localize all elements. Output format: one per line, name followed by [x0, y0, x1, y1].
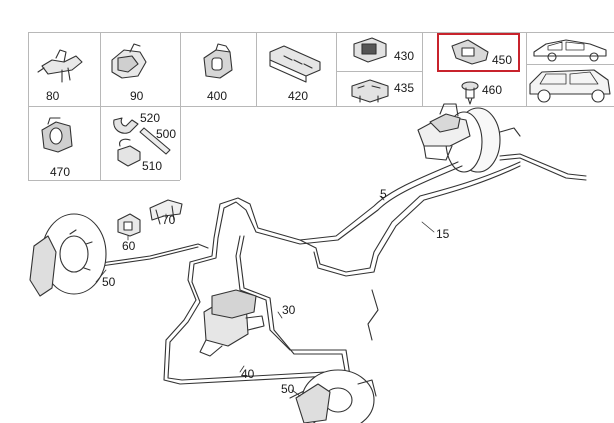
grid-mid-line-430-435 — [336, 71, 422, 72]
brake-booster — [417, 103, 521, 173]
grid-col-336 — [336, 32, 337, 106]
part-label-510[interactable]: 510 — [142, 159, 163, 173]
grid-mid-line-car — [526, 64, 614, 65]
bracket-70-icon[interactable] — [149, 199, 183, 225]
grid-col-180 — [180, 32, 181, 180]
grid-col-526 — [526, 32, 527, 106]
grid-col-256 — [256, 32, 257, 106]
grid-bottom-line — [28, 180, 180, 181]
callout-15[interactable]: 15 — [436, 227, 450, 241]
callout-70[interactable]: 70 — [162, 213, 176, 227]
callout-40[interactable]: 40 — [241, 367, 255, 381]
part-label-400[interactable]: 400 — [207, 89, 228, 103]
callout-50-rear[interactable]: 50 — [281, 382, 295, 396]
part-label-430[interactable]: 430 — [394, 49, 415, 63]
clip-520-icon[interactable] — [113, 117, 139, 134]
brake-lines — [65, 153, 587, 399]
grid-row-line — [28, 106, 614, 107]
part-label-90[interactable]: 90 — [130, 89, 144, 103]
holder-400-icon[interactable] — [203, 43, 233, 79]
callout-30[interactable]: 30 — [282, 303, 296, 317]
part-label-420[interactable]: 420 — [288, 89, 309, 103]
grid-top-line — [28, 32, 614, 33]
holder-470-icon[interactable] — [41, 117, 73, 153]
connector-420-icon[interactable] — [269, 45, 321, 83]
part-label-435[interactable]: 435 — [394, 81, 415, 95]
car-sedan-icon[interactable] — [533, 39, 607, 62]
brake-disc-rear — [295, 369, 377, 423]
callout-50-front[interactable]: 50 — [102, 275, 116, 289]
grid-col-28 — [28, 32, 29, 180]
selected-part-highlight — [437, 33, 520, 72]
part-label-500[interactable]: 500 — [156, 127, 177, 141]
clip-430-icon[interactable] — [353, 37, 387, 63]
grid-col-422 — [422, 32, 423, 106]
part-label-470[interactable]: 470 — [50, 165, 71, 179]
clip-80-icon[interactable] — [37, 49, 83, 83]
clip-450-icon[interactable] — [451, 39, 489, 65]
plug-460-icon[interactable] — [461, 81, 479, 105]
clip-510-icon[interactable] — [117, 138, 141, 167]
hydraulic-unit — [199, 289, 265, 357]
bracket-90-icon[interactable] — [111, 43, 147, 79]
part-label-460[interactable]: 460 — [482, 83, 503, 97]
sleeve-500-icon[interactable] — [139, 127, 171, 155]
part-label-520[interactable]: 520 — [140, 111, 161, 125]
callout-5[interactable]: 5 — [380, 187, 387, 201]
part-label-450[interactable]: 450 — [492, 53, 513, 67]
clip-60-icon[interactable] — [117, 213, 141, 237]
car-suv-icon[interactable] — [529, 69, 611, 103]
callout-60[interactable]: 60 — [122, 239, 136, 253]
brake-disc-left — [29, 213, 107, 297]
part-label-80[interactable]: 80 — [46, 89, 60, 103]
clip-435-icon[interactable] — [351, 79, 389, 103]
grid-col-100 — [100, 32, 101, 180]
